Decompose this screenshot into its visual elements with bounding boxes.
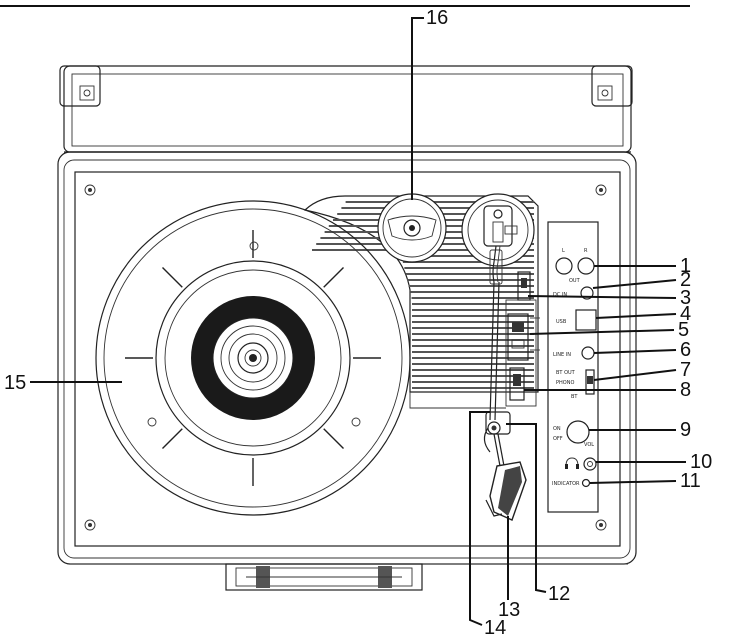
cartridge — [485, 461, 527, 521]
screw-top-left — [84, 184, 96, 196]
rca-jack-left — [555, 257, 573, 275]
adapter-45rpm — [377, 193, 447, 263]
platter-mark — [323, 428, 345, 450]
label-phono: PHONO — [556, 380, 574, 386]
label-usb: USB — [556, 319, 567, 325]
callout-numbers: 16 1 2 3 4 5 6 7 8 9 10 11 12 13 14 15 — [4, 7, 712, 637]
label-dc-in: DC IN — [553, 292, 567, 298]
screw-top-right — [595, 184, 607, 196]
callout-7: 7 — [680, 359, 691, 381]
platter-mark — [323, 266, 345, 288]
headphone-icon — [565, 457, 579, 469]
callout-9: 9 — [680, 419, 691, 441]
screw-bottom-left — [84, 519, 96, 531]
label-bt: BT — [571, 394, 578, 400]
indicator-led — [581, 478, 591, 488]
power-volume-knob — [566, 420, 590, 444]
screw-bottom-right — [595, 519, 607, 531]
callout-1: 1 — [680, 255, 691, 277]
callout-3: 3 — [680, 287, 691, 309]
label-on: ON — [553, 426, 561, 432]
platter — [95, 200, 411, 516]
callout-5: 5 — [678, 319, 689, 341]
lid-corner-right — [591, 65, 633, 107]
callout-13: 13 — [498, 599, 520, 621]
callout-2: 2 — [680, 269, 691, 291]
lid — [59, 65, 633, 153]
callout-12: 12 — [548, 583, 570, 605]
usb-port — [575, 309, 597, 331]
label-r: R — [584, 248, 588, 254]
label-off: OFF — [553, 436, 563, 442]
connector-panel: L R OUT DC IN USB LINE IN BT OUT PHONO B… — [547, 221, 599, 513]
latch — [225, 563, 423, 591]
callout-15: 15 — [4, 372, 26, 394]
platter-mark — [161, 266, 183, 288]
callout-10: 10 — [690, 451, 712, 473]
label-line-in: LINE IN — [553, 352, 571, 358]
line-in-jack — [581, 346, 595, 360]
label-bt-out: BT OUT — [556, 370, 576, 376]
headphone-jack — [583, 457, 597, 471]
function-switch — [585, 369, 595, 395]
label-indicator: INDICATOR — [552, 481, 580, 487]
speed-selector-switch — [507, 313, 529, 361]
label-l: L — [562, 248, 565, 254]
tonearm-assembly — [461, 193, 535, 521]
lid-corner-left — [59, 65, 101, 107]
deck-switches — [505, 271, 540, 407]
auto-stop-switch — [509, 367, 525, 401]
dc-in-jack — [580, 286, 594, 300]
callout-4: 4 — [680, 303, 691, 325]
callout-6: 6 — [680, 339, 691, 361]
callout-16: 16 — [426, 7, 448, 29]
callout-14: 14 — [484, 617, 506, 637]
callout-11: 11 — [680, 470, 701, 492]
callout-lines — [30, 17, 686, 626]
label-vol: VOL — [584, 442, 594, 448]
label-out: OUT — [569, 278, 581, 284]
callout-8: 8 — [680, 379, 691, 401]
rca-jack-right — [577, 257, 595, 275]
spindle — [249, 354, 257, 362]
platter-mark — [161, 428, 183, 450]
